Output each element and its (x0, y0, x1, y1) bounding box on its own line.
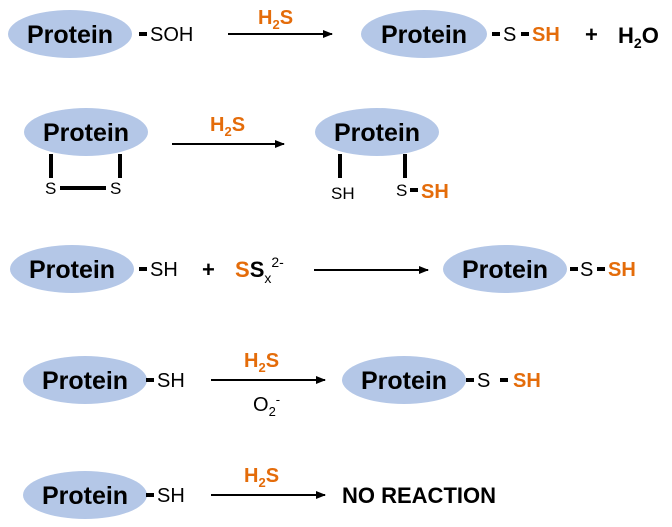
disulfide-bond (60, 186, 106, 190)
protein-label: Protein (27, 21, 113, 49)
bond (466, 378, 474, 382)
plus-sign: + (585, 22, 598, 47)
protein-ellipse (361, 10, 487, 58)
protein-label: Protein (381, 21, 467, 49)
protein-ellipse (23, 356, 147, 404)
reagent-h2s: H2S (244, 350, 279, 375)
bond (492, 32, 500, 36)
bond (521, 32, 529, 36)
protein-ellipse (315, 108, 439, 156)
bond (403, 154, 407, 178)
sulfur-atom: S (477, 370, 490, 392)
sulfur-atom: S (503, 24, 516, 46)
protein-label: Protein (462, 256, 548, 284)
protein-ellipse (8, 10, 132, 58)
sulfur-atom: S (580, 259, 593, 281)
reaction-4: Protein SH H2S O2- Protein S SH (23, 350, 541, 419)
bond (118, 154, 122, 178)
protein-ellipse (23, 471, 147, 519)
persulfide-sh: SH (421, 181, 449, 203)
sulfur-atom: S (110, 179, 121, 198)
bond (146, 493, 154, 497)
protein-ellipse (342, 356, 466, 404)
bond (500, 378, 508, 382)
reaction-3: Protein SH + SSx2- Protein S SH (10, 245, 636, 293)
reagent-h2s: H2S (210, 114, 245, 139)
reagent-h2s: H2S (244, 465, 279, 490)
sulfur-atom: S (396, 181, 407, 200)
bond (570, 267, 578, 271)
thiol-sh: SH (157, 485, 185, 507)
bond (139, 32, 147, 36)
protein-label: Protein (29, 256, 115, 284)
thiol-sh: SH (150, 259, 178, 281)
superoxide: O2- (253, 392, 280, 419)
protein-ellipse (10, 245, 134, 293)
protein-label: Protein (334, 119, 420, 147)
bond (146, 378, 154, 382)
persulfide-sh: SH (532, 24, 560, 46)
bond (338, 154, 342, 178)
reaction-2: Protein S S H2S Protein SH S SH (24, 108, 449, 203)
protein-label: Protein (42, 482, 128, 510)
bond (49, 154, 53, 178)
bond (139, 267, 147, 271)
no-reaction-label: NO REACTION (342, 483, 496, 508)
protein-label: Protein (361, 367, 447, 395)
polysulfide: SSx2- (235, 254, 284, 286)
persulfide-sh: SH (513, 370, 541, 392)
bond (410, 188, 418, 192)
plus-sign: + (202, 257, 215, 282)
water: H2O (618, 23, 659, 51)
protein-ellipse (24, 108, 148, 156)
reaction-5: Protein SH H2S NO REACTION (23, 465, 496, 519)
reaction-1: Protein SOH H2S Protein S SH + H2O (8, 7, 659, 58)
bond (597, 267, 605, 271)
persulfide-sh: SH (608, 259, 636, 281)
reagent-h2s: H2S (258, 7, 293, 32)
protein-ellipse (443, 245, 567, 293)
sulfenic-acid-group: SOH (150, 24, 193, 46)
protein-label: Protein (43, 119, 129, 147)
thiol-sh: SH (331, 184, 355, 203)
thiol-sh: SH (157, 370, 185, 392)
sulfur-atom: S (45, 179, 56, 198)
protein-label: Protein (42, 367, 128, 395)
